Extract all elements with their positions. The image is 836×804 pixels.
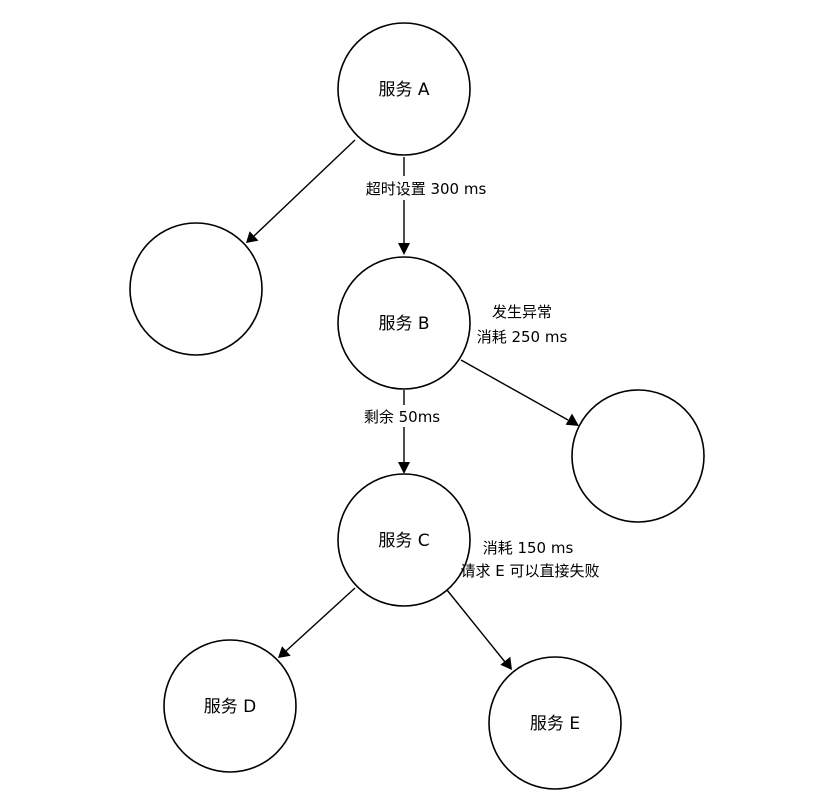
edge-a-to-blank-left <box>253 139 356 237</box>
node-d: 服务 D <box>163 639 297 773</box>
node-b: 服务 B <box>337 256 471 390</box>
arrow-c-to-e <box>500 656 512 670</box>
timeout-label-bg <box>352 176 498 200</box>
arrow-c-to-d <box>278 646 291 658</box>
node-b-circle <box>337 256 471 390</box>
c-cost-label-line1: 消耗 150 ms <box>483 539 574 557</box>
edge-c-to-e <box>446 589 506 663</box>
b-exception-label-line2: 消耗 250 ms <box>477 328 568 346</box>
node-blank-right <box>571 389 705 523</box>
arrow-b-to-blank-right <box>565 413 579 426</box>
node-a-label: 服务 A <box>378 80 429 100</box>
node-e-circle <box>488 656 622 790</box>
node-b-label: 服务 B <box>378 314 429 334</box>
node-blank-left <box>129 222 263 356</box>
node-a-circle <box>337 22 471 156</box>
node-blank-right-circle <box>571 389 705 523</box>
node-c-circle <box>337 473 471 607</box>
edges <box>246 139 579 670</box>
edge-b-to-blank-right <box>460 359 569 421</box>
c-cost-label-line2: 请求 E 可以直接失败 <box>460 562 599 580</box>
node-c-label: 服务 C <box>378 531 429 551</box>
remaining-label: 剩余 50ms <box>364 408 440 426</box>
node-blank-left-circle <box>129 222 263 356</box>
arrow-a-to-b <box>398 243 410 255</box>
b-exception-label-line1: 发生异常 <box>492 303 552 321</box>
node-d-label: 服务 D <box>204 697 257 717</box>
timeout-label: 超时设置 300 ms <box>366 180 487 198</box>
node-e-label: 服务 E <box>530 714 580 734</box>
remaining-label-bg <box>360 405 446 427</box>
edge-c-to-d <box>285 587 356 652</box>
node-d-circle <box>163 639 297 773</box>
node-e: 服务 E <box>488 656 622 790</box>
node-c: 服务 C <box>337 473 471 607</box>
arrow-b-to-c <box>398 462 410 474</box>
arrow-a-to-blank-left <box>246 231 259 243</box>
node-a: 服务 A <box>337 22 471 156</box>
annotations: 超时设置 300 ms 发生异常 消耗 250 ms 剩余 50ms 消耗 15… <box>352 176 600 580</box>
